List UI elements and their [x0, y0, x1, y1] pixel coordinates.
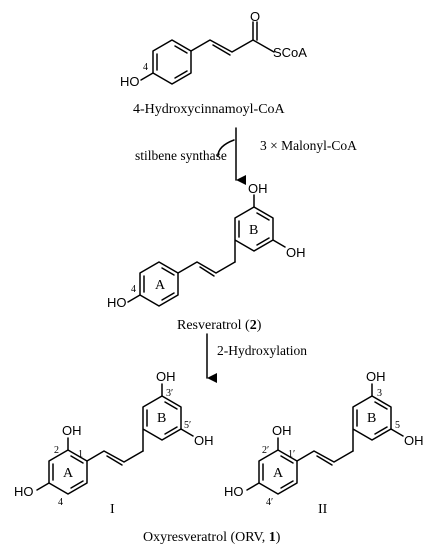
form-ii-oh-ring-b-top: OH: [366, 369, 386, 384]
resveratrol-caption: Resveratrol (2): [177, 318, 262, 333]
ring-a-oh-bond: [127, 294, 141, 303]
hydroxycinnamoyl-coa-structure: O SCoA HO 4: [120, 9, 307, 89]
form-i-ring-a-double: [52, 455, 84, 489]
oxyresveratrol-caption: Oxyresveratrol (ORV, 1): [143, 530, 281, 545]
resveratrol-ring-a-label: A: [155, 278, 166, 293]
scoa-label: SCoA: [273, 45, 307, 60]
stilbene-double-bond: [199, 266, 215, 277]
stilbene-synthase-label: stilbene synthase: [135, 148, 227, 163]
form-ii-ring-b-double: [356, 401, 388, 435]
carbonyl-oxygen-label: O: [250, 9, 260, 24]
form-i-ring-a-label: A: [63, 466, 74, 481]
form-i-oh-ring-a-top: OH: [62, 423, 82, 438]
form-ii-position-4p: 4′: [266, 497, 273, 508]
form-ii-bridge: [296, 450, 354, 463]
ring-b-bonds: [234, 206, 274, 263]
form-ii-position-3: 3: [377, 388, 382, 399]
form-i-roman-label: I: [110, 502, 115, 517]
oxyresveratrol-form-i: OH HO OH OH 2 1 4 3′ 5′ A B: [14, 369, 214, 508]
form-i-position-4: 4: [58, 497, 63, 508]
resveratrol-ring-b-label: B: [249, 223, 258, 238]
ring-b-oh-bonds: [253, 194, 286, 248]
form-i-position-2: 2: [54, 445, 59, 456]
malonyl-coa-label: 3 × Malonyl-CoA: [260, 138, 357, 153]
hydroxyl-bond: [140, 72, 154, 81]
resveratrol-hydroxyl-label: HO: [107, 295, 127, 310]
form-ii-ring-b-label: B: [367, 411, 376, 426]
step1-arrow: [217, 127, 246, 185]
form-i-ring-b: [142, 395, 182, 452]
form-i-bridge: [86, 450, 144, 463]
form-ii-oh-ring-a-bottom: HO: [224, 484, 244, 499]
form-ii-roman-label: II: [318, 502, 328, 517]
resveratrol-position-4: 4: [131, 284, 136, 295]
form-i-position-1: 1: [78, 449, 83, 460]
form-ii-ring-b: [352, 395, 392, 452]
form-i-oh-bonds: [36, 383, 194, 491]
form-i-position-5p: 5′: [184, 420, 191, 431]
form-ii-oh-ring-a-top: OH: [272, 423, 292, 438]
resveratrol-structure: OH OH HO 4 A B: [107, 181, 306, 310]
form-ii-ring-a-double: [262, 455, 294, 489]
propenoyl-chain: [190, 39, 275, 53]
alkene-double-bond: [212, 44, 231, 56]
form-i-oh-ring-b-right: OH: [194, 433, 214, 448]
form-ii-position-5: 5: [395, 420, 400, 431]
hydroxylation-label: 2-Hydroxylation: [217, 343, 307, 358]
form-ii-oh-bonds: [246, 383, 404, 491]
form-ii-bridge-double: [316, 455, 333, 466]
ring-a-double-bonds: [143, 267, 175, 301]
form-i-bridge-double: [106, 455, 123, 466]
form-i-oh-ring-a-bottom: HO: [14, 484, 34, 499]
form-i-ring-b-label: B: [157, 411, 166, 426]
form-ii-ring-a-label: A: [273, 466, 284, 481]
ring-double-bonds: [156, 45, 188, 79]
form-i-ring-b-double: [146, 401, 178, 435]
ring-b-double-bonds: [238, 212, 270, 246]
position-4-label: 4: [143, 62, 148, 73]
resveratrol-oh-top: OH: [248, 181, 268, 196]
hydroxyl-label: HO: [120, 74, 140, 89]
form-ii-position-1p: 1′: [288, 449, 295, 460]
form-ii-position-2p: 2′: [262, 445, 269, 456]
stilbene-bridge: [177, 261, 236, 274]
ring-bonds: [152, 39, 192, 85]
carbonyl-bond: [252, 21, 258, 41]
form-i-oh-ring-b-top: OH: [156, 369, 176, 384]
hydroxycinnamoyl-coa-caption: 4-Hydroxycinnamoyl-CoA: [133, 102, 286, 117]
form-i-position-3p: 3′: [166, 388, 173, 399]
oxyresveratrol-form-ii: OH HO OH OH 2′ 1′ 4′ 3 5 A B: [224, 369, 424, 508]
form-ii-oh-ring-b-right: OH: [404, 433, 424, 448]
resveratrol-oh-right: OH: [286, 245, 306, 260]
